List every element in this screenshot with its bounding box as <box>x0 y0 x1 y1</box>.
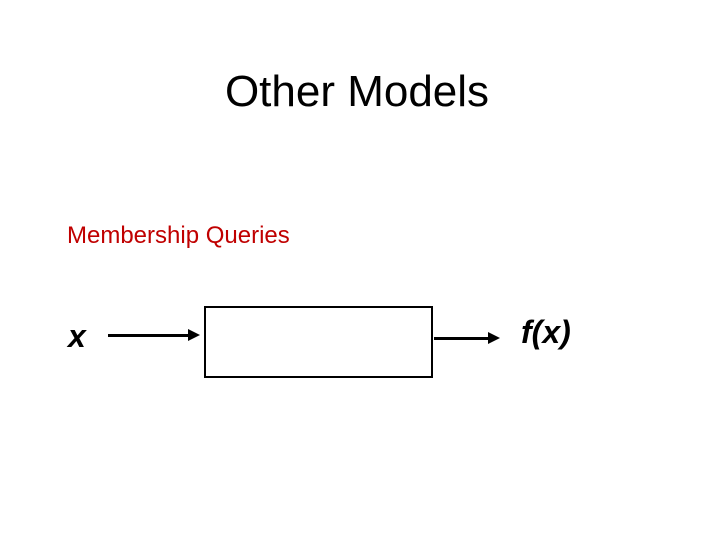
arrow-right-icon <box>188 329 200 341</box>
diagram-input-label: x <box>68 318 86 354</box>
function-box <box>204 306 433 378</box>
slide-title: Other Models <box>224 67 490 116</box>
subtitle-membership-queries: Membership Queries <box>67 222 290 249</box>
diagram-output-label: f(x) <box>521 314 571 350</box>
output-arrow-line <box>434 337 489 340</box>
input-arrow-line <box>108 334 189 337</box>
arrow-right-icon <box>488 332 500 344</box>
